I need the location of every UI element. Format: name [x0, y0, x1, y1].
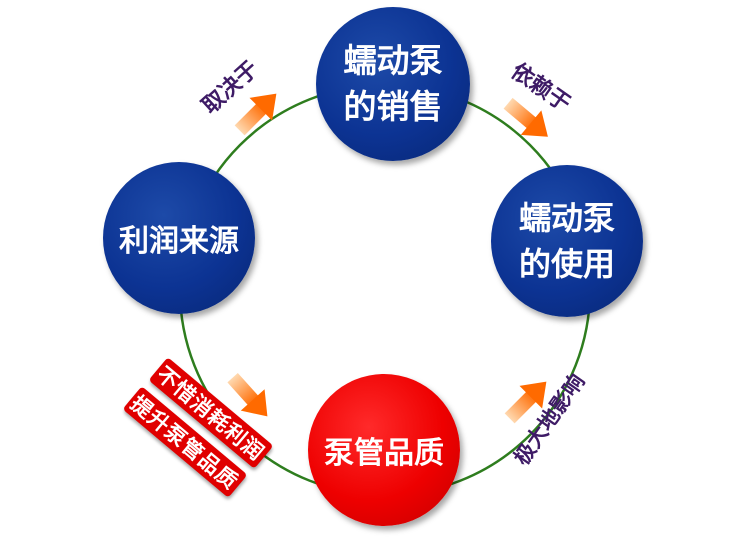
- arrow-depends-on: [234, 93, 277, 136]
- node-pump-use-line2: 的使用: [518, 245, 615, 283]
- node-profit-source-label: 利润来源: [119, 224, 239, 259]
- node-tube-quality: 泵管品质: [308, 374, 460, 526]
- node-pump-use-line1: 蠕动泵: [518, 199, 615, 237]
- arrow-influence: [504, 381, 547, 424]
- node-pump-sales: 蠕动泵 的销售: [316, 7, 470, 161]
- arrow-relies-on: [503, 97, 548, 137]
- node-pump-sales-line1: 蠕动泵: [343, 41, 443, 80]
- node-profit-source: 利润来源: [103, 162, 255, 314]
- node-pump-sales-line2: 的销售: [343, 87, 443, 126]
- node-tube-quality-label: 泵管品质: [324, 436, 444, 471]
- node-pump-use: 蠕动泵 的使用: [491, 165, 643, 317]
- arrow-sacrifice: [227, 372, 268, 417]
